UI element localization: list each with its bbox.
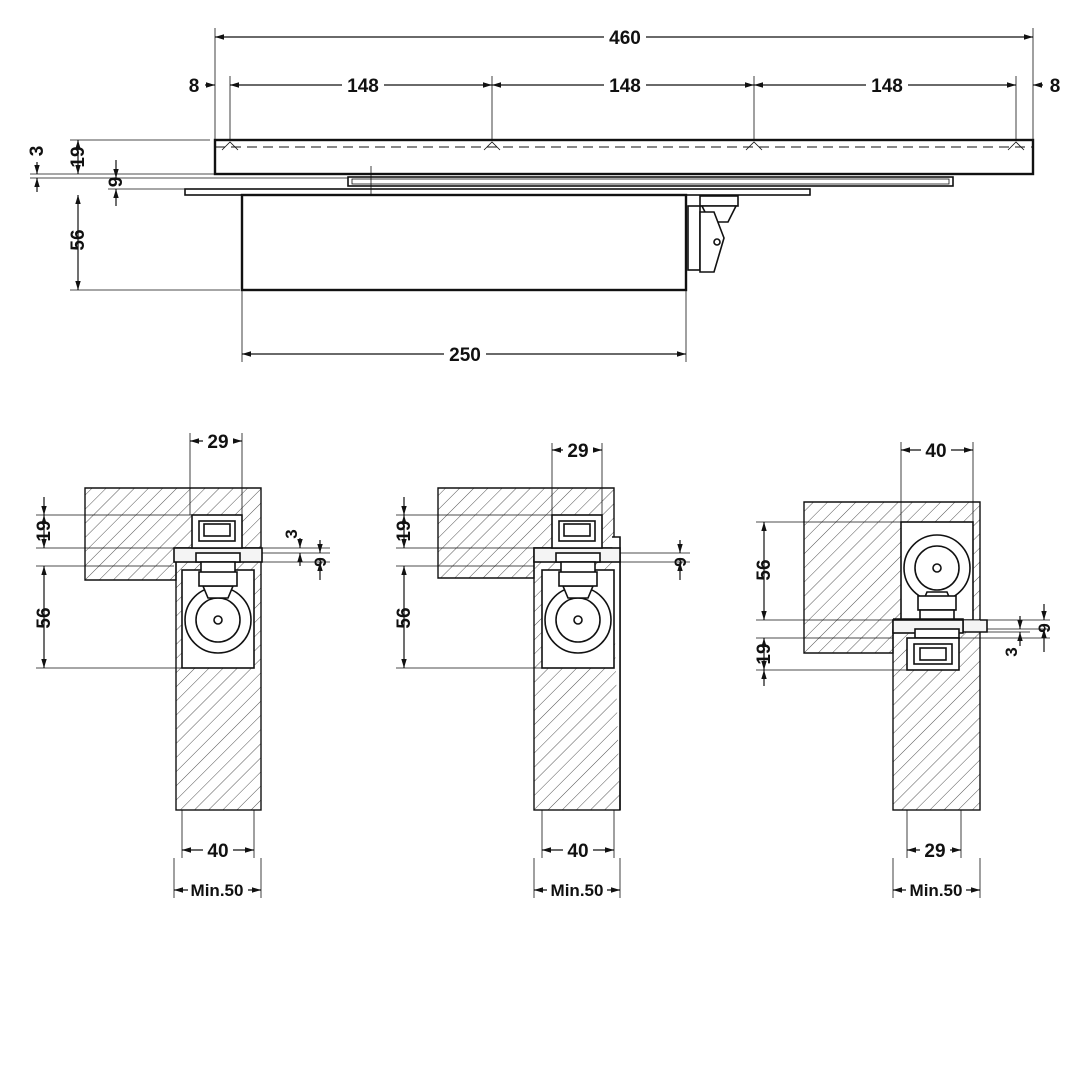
track-height-label: 19 xyxy=(754,643,775,664)
track-height-label: 19 xyxy=(34,520,55,541)
offset-small-label: 3 xyxy=(1002,647,1021,656)
edge-offset-right-label: 8 xyxy=(1050,76,1061,97)
edge-offset-left-label: 8 xyxy=(189,76,200,97)
body-height-label: 56 xyxy=(68,229,89,250)
min-width-label: Min.50 xyxy=(551,881,604,900)
track-rail xyxy=(213,138,1035,176)
top-width-label: 29 xyxy=(567,441,588,462)
min-width-label: Min.50 xyxy=(191,881,244,900)
hole-spacing-label-2: 148 xyxy=(609,76,641,97)
track-height-label: 19 xyxy=(394,520,415,541)
section-a: 29 19 56 3 9 40 Min.50 xyxy=(34,430,330,900)
slide-plate-inner xyxy=(351,178,950,185)
hole-spacing-label-3: 148 xyxy=(871,76,903,97)
offset-slide-label: 9 xyxy=(106,177,127,188)
dim-hole-spacing: 148 148 148 8 8 xyxy=(189,73,1061,140)
dim-body-length: 250 xyxy=(241,290,687,366)
top-width-label: 29 xyxy=(207,432,228,453)
dim-vertical-left: 19 3 9 56 xyxy=(27,139,348,291)
top-width-label: 40 xyxy=(925,441,946,462)
body-height-label: 56 xyxy=(754,559,775,580)
section-c: 40 56 19 9 3 29 Min.50 xyxy=(754,439,1054,900)
hole-spacing-label-1: 148 xyxy=(347,76,379,97)
dim-overall-length: 460 xyxy=(214,25,1034,140)
offset-small-label: 3 xyxy=(282,529,301,538)
mounting-holes xyxy=(221,141,1025,151)
body-length-label: 250 xyxy=(449,345,481,366)
track-height-label: 19 xyxy=(68,146,89,167)
slide-plate xyxy=(347,176,954,187)
min-width-label: Min.50 xyxy=(910,881,963,900)
section-b: 29 19 56 9 40 Min.50 xyxy=(394,439,690,900)
offset-slide-label: 9 xyxy=(311,557,330,566)
door-width-label: 40 xyxy=(207,841,228,862)
door-width-label: 40 xyxy=(567,841,588,862)
body-height-label: 56 xyxy=(34,607,55,628)
body-height-label: 56 xyxy=(394,607,415,628)
offset-small-label: 3 xyxy=(27,146,48,157)
arm-head xyxy=(687,195,739,273)
closer-body xyxy=(240,193,688,292)
offset-slide-label: 9 xyxy=(671,557,690,566)
overall-length-label: 460 xyxy=(609,28,641,49)
top-view: 460 148 148 148 8 8 xyxy=(27,25,1060,366)
offset-slide-label: 9 xyxy=(1035,623,1054,632)
door-width-label: 29 xyxy=(924,841,945,862)
